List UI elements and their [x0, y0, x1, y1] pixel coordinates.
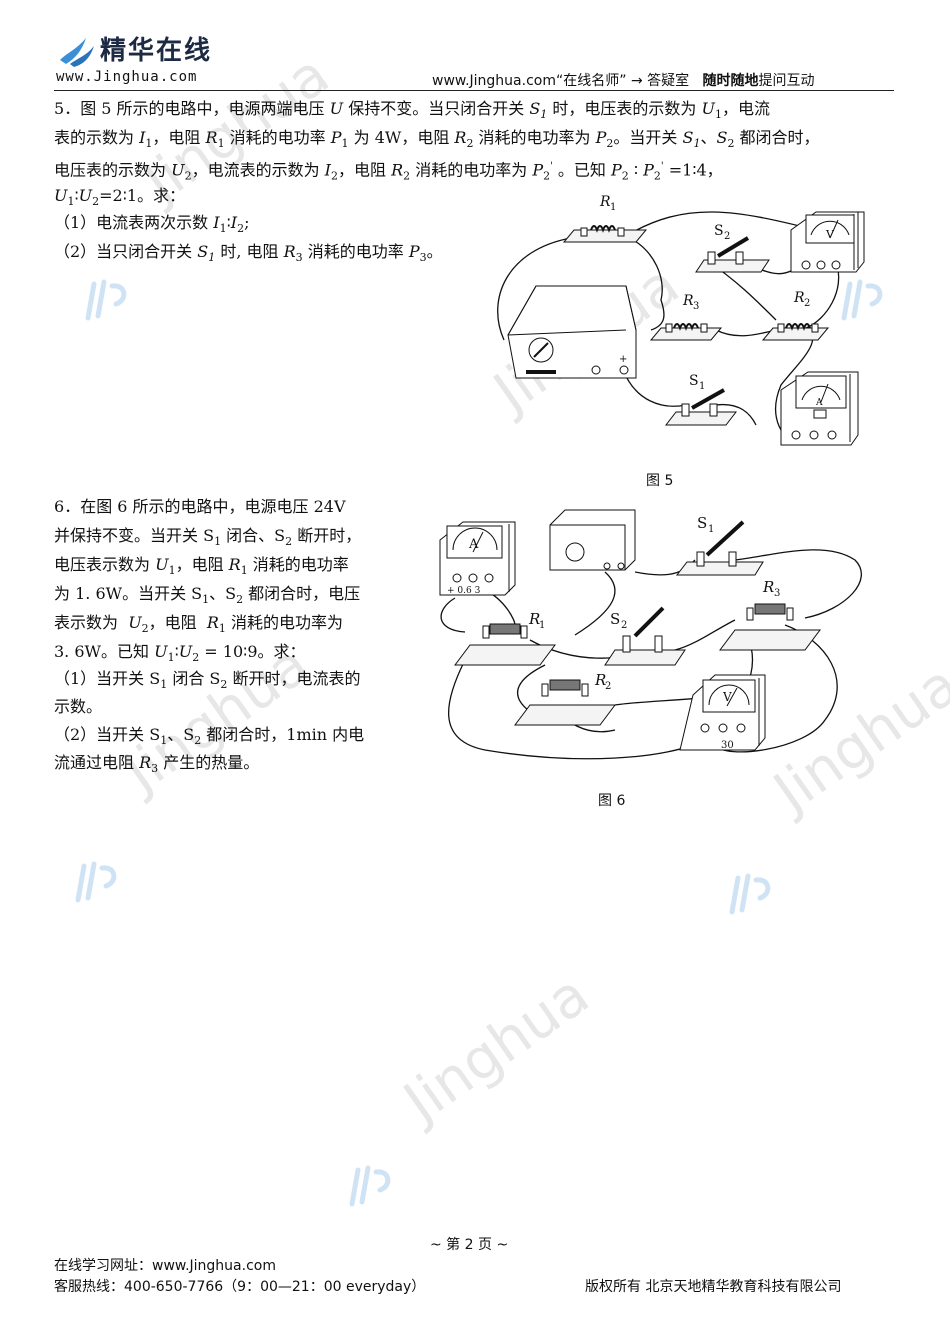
svg-text:1: 1: [539, 620, 545, 631]
footer-copyright: 版权所有 北京天地精华教育科技有限公司: [585, 1279, 842, 1295]
header-quote: “在线名师”: [555, 73, 627, 89]
label-r2-6: R: [594, 671, 606, 689]
q6-line-3: 电压表示数为 U1，电阻 R1 消耗的电功率: [54, 555, 349, 578]
header-divider: [54, 90, 894, 91]
svg-text:2: 2: [804, 298, 810, 309]
watermark-logo-icon: [85, 279, 127, 321]
svg-text:2: 2: [724, 231, 730, 242]
ammeter-6: + 0.6 3: [439, 521, 516, 596]
svg-text:3: 3: [693, 301, 699, 312]
label-r1-6: R: [528, 610, 540, 628]
s2-switch-board: [695, 236, 770, 273]
q5-number: 5: [54, 99, 65, 118]
q5-line-4: U1∶U2=2∶1。求：: [54, 186, 186, 209]
label-r3-6: R: [762, 578, 774, 596]
figure-6-caption: 图 6: [598, 793, 626, 809]
q6-line-6: 3. 6W。已知 U1∶U2 = 10∶9。求：: [54, 642, 306, 665]
page-number: ~ 第 2 页 ~: [430, 1237, 509, 1253]
ammeter-scale: + 0.6 3: [447, 586, 481, 596]
figure-6-circuit: + 0.6 3: [439, 509, 862, 760]
label-v: V: [825, 228, 835, 241]
power-supply-6: [549, 509, 636, 571]
q6-number: 6: [54, 497, 65, 516]
watermark-logo-icon: [349, 1165, 391, 1207]
voltmeter-5: [790, 211, 865, 273]
header-tagline: www.Jinghua.com“在线名师” → 答疑室 随时随地提问互动: [432, 70, 815, 90]
r1-resistor-6: [454, 623, 556, 666]
footer-site: 在线学习网址：www.Jinghua.com: [54, 1255, 276, 1275]
q5-part-2: （2）当只闭合开关 S1 时, 电阻 R3 消耗的电功率 P3。: [54, 242, 443, 265]
footer-site-link[interactable]: www.Jinghua.com: [152, 1258, 276, 1274]
footer-hotline: 客服热线：400-650-7766（9：00—21：00 everyday）: [54, 1279, 426, 1295]
q5-line-2: 表的示数为 I1，电阻 R1 消耗的电功率 P1 为 4W，电阻 R2 消耗的电…: [54, 128, 820, 151]
voltmeter-scale: 30: [721, 740, 734, 751]
q6-line-4: 为 1. 6W。当开关 S1、S2 都闭合时，电压: [54, 584, 361, 607]
header-section: 答疑室: [647, 73, 690, 89]
r3-resistor-board: [649, 323, 723, 341]
r3-resistor-6: [719, 603, 821, 651]
ammeter-5: [780, 371, 859, 446]
q6-line-5: 表示数为 U2，电阻 R1 消耗的电功率为: [54, 613, 343, 636]
voltmeter-6: 30: [679, 674, 766, 751]
footer-site-label: 在线学习网址：: [54, 1258, 152, 1274]
label-r3: R: [682, 293, 694, 309]
svg-text:1: 1: [699, 381, 705, 392]
watermark-logo-icon: [75, 861, 117, 903]
power-supply-5: +: [507, 285, 637, 379]
figure-5-caption: 图 5: [646, 473, 674, 489]
q6-line-1: 6．在图 6 所示的电路中，电源电压 24V: [54, 497, 346, 516]
header-slogan: 提问互动: [758, 73, 815, 89]
q6-line-2: 并保持不变。当开关 S1 闭合、S2 断开时，: [54, 526, 362, 549]
brand-logo-icon: [60, 38, 94, 67]
header-slogan-bold: 随时随地: [702, 73, 759, 89]
label-v-6: V: [722, 690, 732, 704]
svg-text:3: 3: [774, 588, 780, 599]
watermark-text: Jinghua: [392, 962, 601, 1135]
label-s1-6: S: [697, 514, 707, 532]
q5-line-3: 电压表的示数为 U2，电流表的示数为 I2，电阻 R2 消耗的电功率为 P2' …: [54, 160, 723, 183]
label-s1: S: [689, 373, 699, 389]
q5-part-1: （1）电流表两次示数 I1∶I2;: [54, 213, 250, 236]
r1-resistor-board: [562, 225, 648, 243]
svg-text:2: 2: [621, 620, 627, 631]
watermark-logo-icon: [729, 873, 771, 915]
brand-name: 精华在线: [100, 36, 213, 66]
q6-part-1a: （1）当开关 S1 闭合 S2 断开时，电流表的: [54, 669, 361, 692]
svg-text:1: 1: [708, 524, 714, 535]
label-r2: R: [793, 290, 805, 306]
label-s2: S: [714, 223, 724, 239]
svg-text:2: 2: [605, 681, 611, 692]
label-s2-6: S: [610, 610, 620, 628]
s2-switch-6: [604, 606, 686, 666]
brand-url[interactable]: www.Jinghua.com: [56, 69, 198, 85]
q6-part-1b: 示数。: [54, 697, 103, 716]
watermark-logo-icon: [841, 279, 883, 321]
s1-switch-board: [664, 388, 738, 426]
q5-line-1: 5．图 5 所示的电路中，电源两端电压 U 保持不变。当只闭合开关 S1 时，电…: [54, 99, 770, 122]
q6-part-2b: 流通过电阻 R3 产生的热量。: [54, 753, 260, 776]
svg-text:1: 1: [610, 202, 616, 213]
q6-part-2a: （2）当开关 S1、S2 都闭合时，1min 内电: [54, 725, 365, 748]
svg-text:+: +: [619, 354, 627, 365]
r2-resistor-6: [514, 679, 616, 726]
label-r1: R: [599, 194, 611, 210]
label-a: A: [815, 398, 823, 408]
label-a-6: A: [468, 537, 479, 552]
header-site-link[interactable]: www.Jinghua.com: [432, 73, 556, 89]
s1-switch-6: [675, 520, 764, 576]
r2-resistor-board: [761, 323, 830, 341]
arrow-icon: →: [630, 73, 643, 89]
